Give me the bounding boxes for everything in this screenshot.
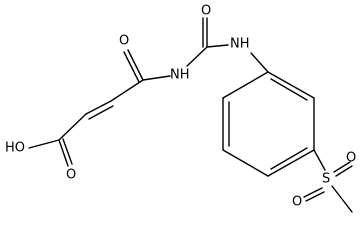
atom-label-amide-o: O: [119, 34, 129, 49]
ring-bond-6: [222, 71, 269, 99]
bonds: [28, 17, 353, 213]
atom-label-imide-nh: NH: [170, 68, 190, 83]
bond-sulfur-methyl: [331, 185, 353, 213]
bond-ho-c: [28, 139, 60, 149]
ring-bond-3: [267, 149, 315, 177]
bond-amide-carbonyl-double-1: [127, 49, 144, 81]
bond-urea-c-nh: [206, 44, 229, 48]
bond-sulfur-o-left-1: [303, 187, 323, 198]
bond-ring-sulfur: [313, 149, 326, 171]
bond-sulfur-o-left-2: [305, 191, 325, 202]
atom-label-acid-o: O: [66, 168, 76, 183]
molecule-canvas: HO O O NH O NH S O O: [5, 4, 356, 213]
ring-inner-bond-2: [270, 147, 308, 170]
bond-amide-c-nh: [142, 75, 171, 81]
atom-labels: HO O O NH O NH S O O: [5, 4, 356, 210]
atom-label-ho: HO: [5, 141, 25, 156]
atom-label-sulfonyl-o-left: O: [292, 195, 302, 210]
ring-bond-4: [222, 149, 269, 177]
bond-nh-urea-c: [186, 46, 208, 67]
bond-amide-carbonyl-double-2: [123, 51, 140, 83]
bond-acid-carbonyl-double-2: [62, 138, 73, 165]
ring-bond-1: [267, 71, 315, 99]
bond-sulfur-o-right-1: [333, 161, 351, 173]
bond-nh-ring: [250, 52, 269, 73]
bond-alkene-2: [88, 105, 114, 120]
bond-acid-c-alkene: [58, 113, 87, 141]
bond-acid-carbonyl-double-1: [58, 139, 69, 167]
structure-drawing: HO O O NH O NH S O O: [5, 4, 356, 213]
atom-label-sulfonyl-o-right: O: [346, 151, 356, 166]
bond-alkene-amide-c: [110, 79, 144, 102]
bond-alkene-1: [85, 100, 112, 115]
ring-inner-bond-1: [270, 78, 308, 101]
atom-label-aniline-nh: NH: [230, 37, 250, 52]
bond-sulfur-o-right-2: [335, 165, 353, 177]
atom-label-sulfur: S: [322, 172, 330, 187]
atom-label-urea-o: O: [201, 4, 211, 19]
